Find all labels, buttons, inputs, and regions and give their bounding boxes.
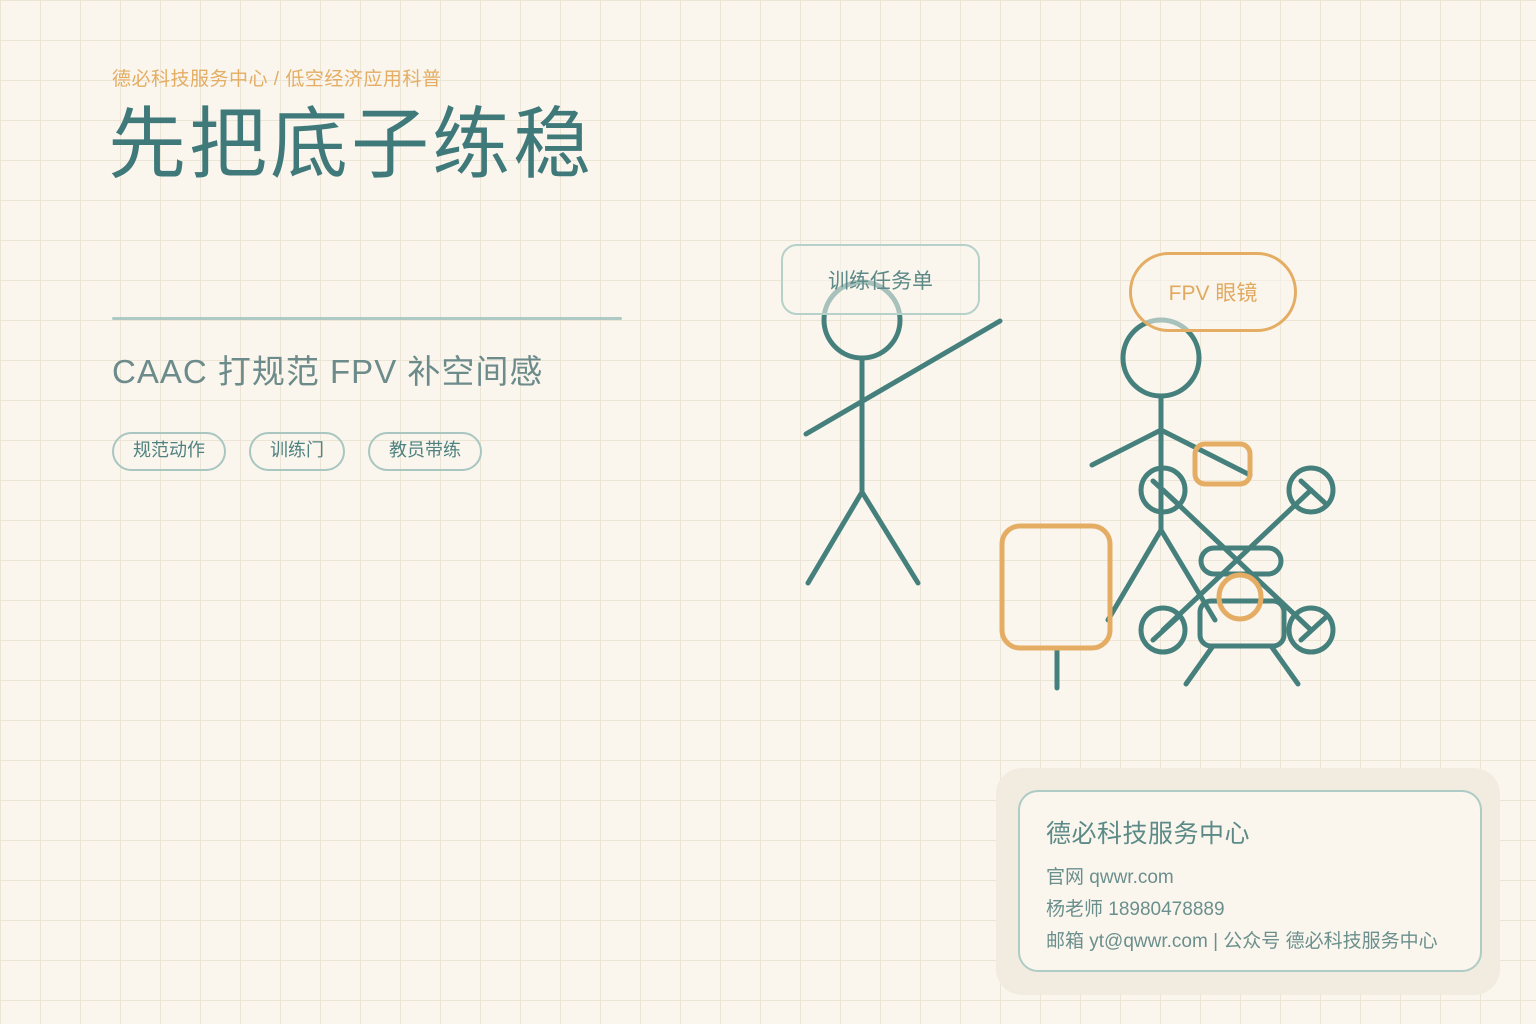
title-divider xyxy=(112,317,622,320)
contact-email-wechat: 邮箱 yt@qwwr.com | 公众号 德必科技服务中心 xyxy=(1046,930,1438,952)
gimbal-camera-icon xyxy=(1216,572,1264,622)
briefing-board-icon xyxy=(999,523,1113,651)
contact-phone: 杨老师 18980478889 xyxy=(1046,898,1225,920)
tag-chip-3[interactable]: 教员带练 xyxy=(368,432,482,471)
contact-org-name: 德必科技服务中心 xyxy=(1046,820,1251,848)
tag-chip-2[interactable]: 训练门 xyxy=(249,432,345,471)
contact-website: 官网 qwwr.com xyxy=(1046,867,1174,888)
figure-trainee-icon xyxy=(803,279,1003,586)
drone-arms-icon xyxy=(1160,487,1314,633)
callout-task-sheet: 训练任务单 xyxy=(781,244,980,315)
page-subtitle: CAAC 打规范 FPV 补空间感 xyxy=(112,353,544,390)
breadcrumb: 德必科技服务中心 / 低空经济应用科普 xyxy=(112,69,442,90)
tag-row: 规范动作 训练门 教员带练 xyxy=(112,432,482,471)
remote-controller-icon xyxy=(1192,441,1253,487)
drone-propellers-icon xyxy=(1138,465,1336,655)
callout-fpv-goggles: FPV 眼镜 xyxy=(1129,252,1297,332)
drone-body-icon xyxy=(1183,545,1301,687)
figure-instructor-icon xyxy=(1089,317,1253,623)
tag-chip-1[interactable]: 规范动作 xyxy=(112,432,226,471)
page-title: 先把底子练稳 xyxy=(108,100,595,188)
contact-card: 德必科技服务中心 官网 qwwr.com 杨老师 18980478889 邮箱 … xyxy=(1018,790,1482,972)
